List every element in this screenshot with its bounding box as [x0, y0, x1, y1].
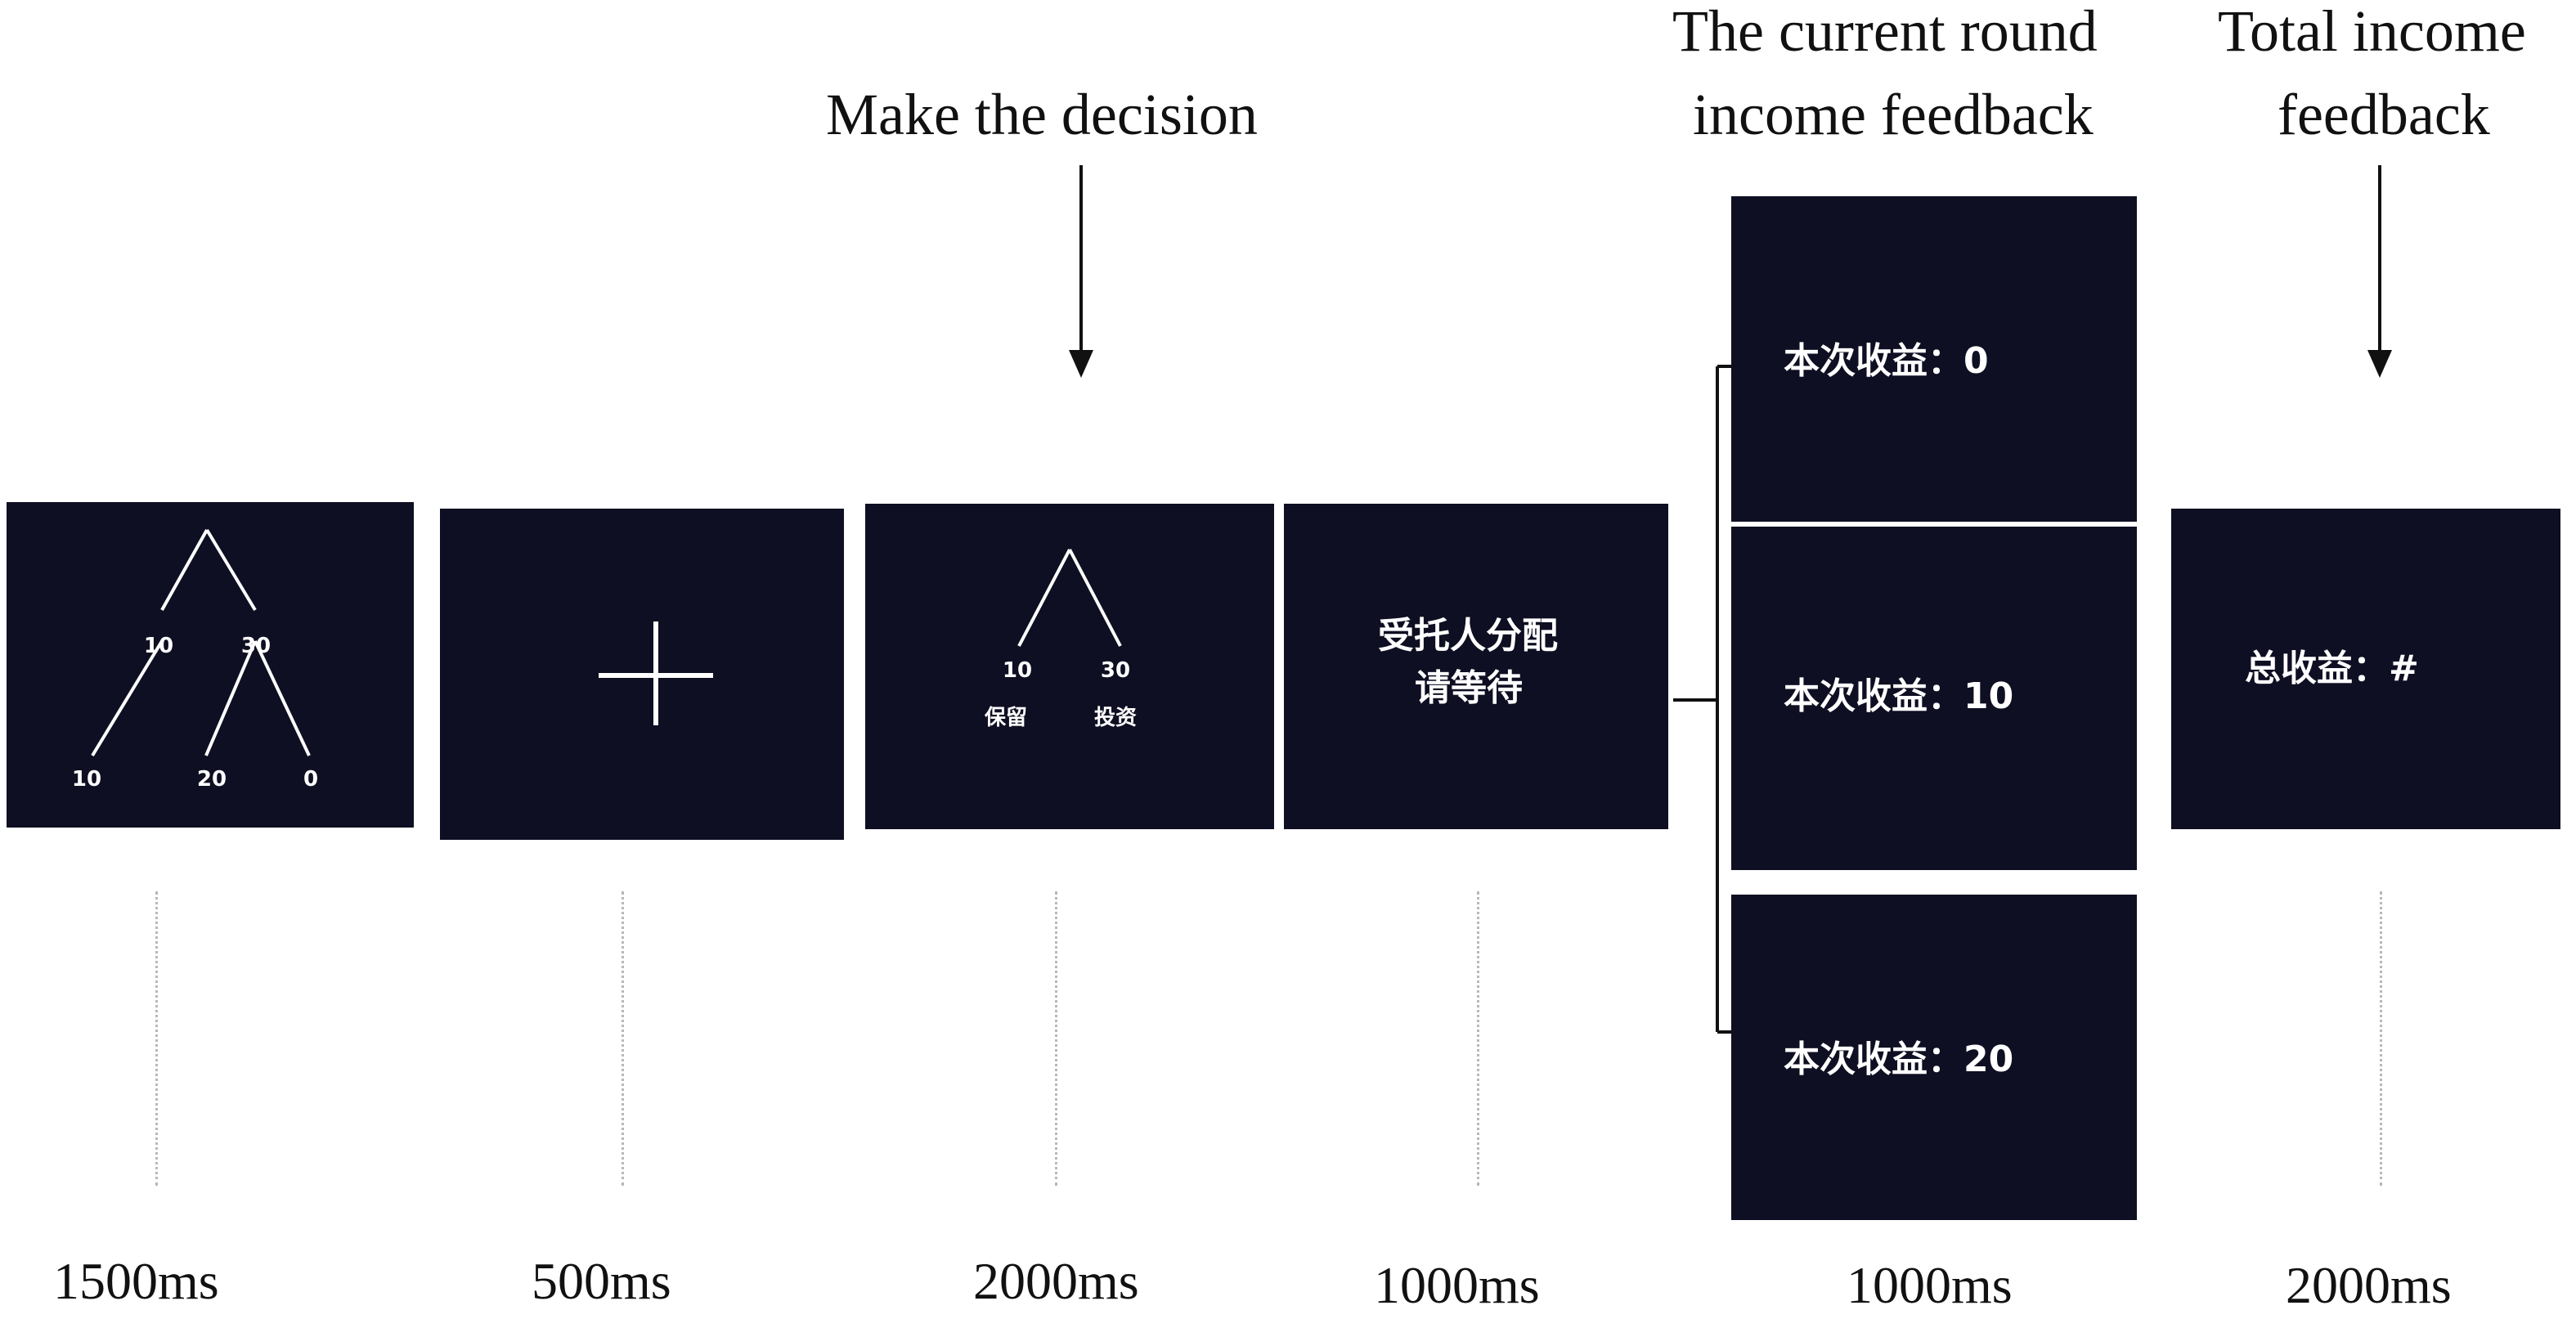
timeline-dots-1 [155, 891, 158, 1186]
tree-node-left: 10 [143, 634, 174, 658]
waiting-screen: 受托人分配 请等待 [1284, 504, 1668, 829]
decision-right-option: 投资 [1093, 706, 1138, 730]
duration-tree: 1500ms [53, 1252, 219, 1310]
decision-label: Make the decision [826, 82, 1258, 147]
waiting-line2: 请等待 [1415, 667, 1523, 709]
duration-fixation: 500ms [532, 1252, 671, 1310]
duration-current-feedback: 1000ms [1847, 1256, 2013, 1314]
timeline-dots-6 [2380, 891, 2382, 1186]
duration-waiting: 1000ms [1374, 1256, 1540, 1314]
fixation-cross-icon [599, 621, 713, 725]
waiting-line1: 受托人分配 [1378, 615, 1558, 657]
decision-tree-lines [1017, 549, 1122, 647]
decision-left-option: 保留 [984, 706, 1028, 730]
timeline-dots-4 [1477, 891, 1479, 1186]
current-feedback-text-1: 本次收益：0 [1784, 340, 1989, 382]
total-arrowhead-icon [2367, 350, 2392, 378]
total-income-label-line1: Total income [2218, 0, 2526, 64]
timeline-dots-3 [1055, 891, 1057, 1186]
current-feedback-screen-2: 本次收益：10 [1731, 527, 2137, 870]
timeline-dots-2 [622, 891, 624, 1186]
tree-leaf-2: 20 [196, 767, 227, 792]
current-feedback-screen-1: 本次收益：0 [1731, 196, 2137, 522]
tree-node-right: 30 [240, 634, 272, 658]
total-feedback-screen: 总收益：# [2171, 509, 2560, 829]
tree-lines [91, 528, 311, 757]
current-feedback-text-2: 本次收益：10 [1784, 675, 2014, 717]
current-round-label-line2: income feedback [1693, 82, 2094, 147]
total-income-label-line2: feedback [2278, 82, 2490, 147]
current-feedback-screen-3: 本次收益：20 [1731, 895, 2137, 1220]
decision-left-value: 10 [1002, 658, 1033, 683]
fixation-screen [440, 509, 844, 840]
tree-screen: 10 30 10 20 0 [7, 502, 414, 828]
total-feedback-text: 总收益：# [2245, 648, 2419, 689]
duration-decision: 2000ms [973, 1252, 1139, 1310]
decision-screen: 10 30 保留 投资 [865, 504, 1274, 829]
decision-arrowhead-icon [1069, 350, 1093, 378]
decision-right-value: 30 [1100, 658, 1131, 683]
tree-leaf-3: 0 [303, 767, 319, 792]
current-round-label-line1: The current round [1672, 0, 2098, 64]
current-feedback-text-3: 本次收益：20 [1784, 1039, 2014, 1080]
duration-total-feedback: 2000ms [2286, 1256, 2452, 1314]
tree-leaf-1: 10 [71, 767, 102, 792]
